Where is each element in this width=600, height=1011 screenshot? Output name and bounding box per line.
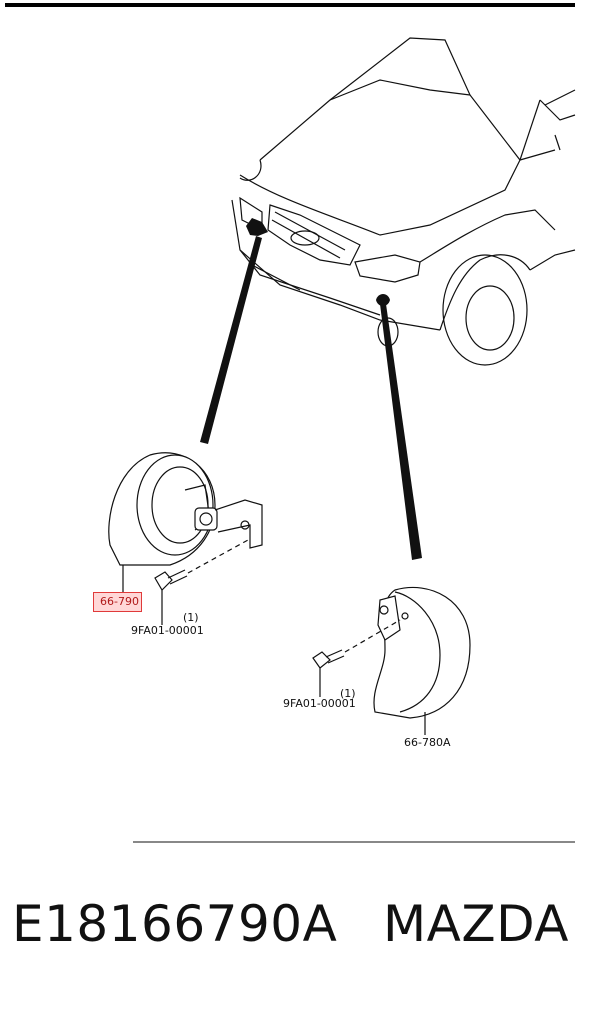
rear-bolt-qty-label: (1) (340, 687, 356, 700)
selected-part-highlight[interactable] (93, 592, 142, 612)
front-horn-part-label[interactable]: 66-790 (100, 595, 139, 608)
front-bolt-qty-label: (1) (183, 611, 199, 624)
rear-bolt-illustration (312, 619, 401, 697)
parts-diagram: 66-790 (1) 9FA01-00001 (1) 9FA01-00001 6… (5, 3, 576, 843)
rear-horn-illustration (373, 586, 471, 735)
front-horn-illustration (108, 452, 263, 592)
rear-horn-part-label[interactable]: 66-780A (404, 736, 451, 749)
front-bolt-illustration (154, 539, 249, 625)
vehicle-illustration (231, 37, 576, 366)
part-number-caption: E18166790A (12, 895, 338, 953)
caption-bar: E18166790A MAZDA (0, 895, 600, 975)
brand-caption: MAZDA (383, 895, 569, 953)
rear-horn-mount (376, 294, 390, 306)
front-leader-line (200, 236, 262, 444)
rear-leader-line (380, 304, 422, 560)
diagram-drawing (5, 3, 576, 843)
rear-bolt-part-label[interactable]: 9FA01-00001 (283, 697, 356, 710)
front-horn-mount (246, 218, 268, 236)
front-bolt-part-label[interactable]: 9FA01-00001 (131, 624, 204, 637)
